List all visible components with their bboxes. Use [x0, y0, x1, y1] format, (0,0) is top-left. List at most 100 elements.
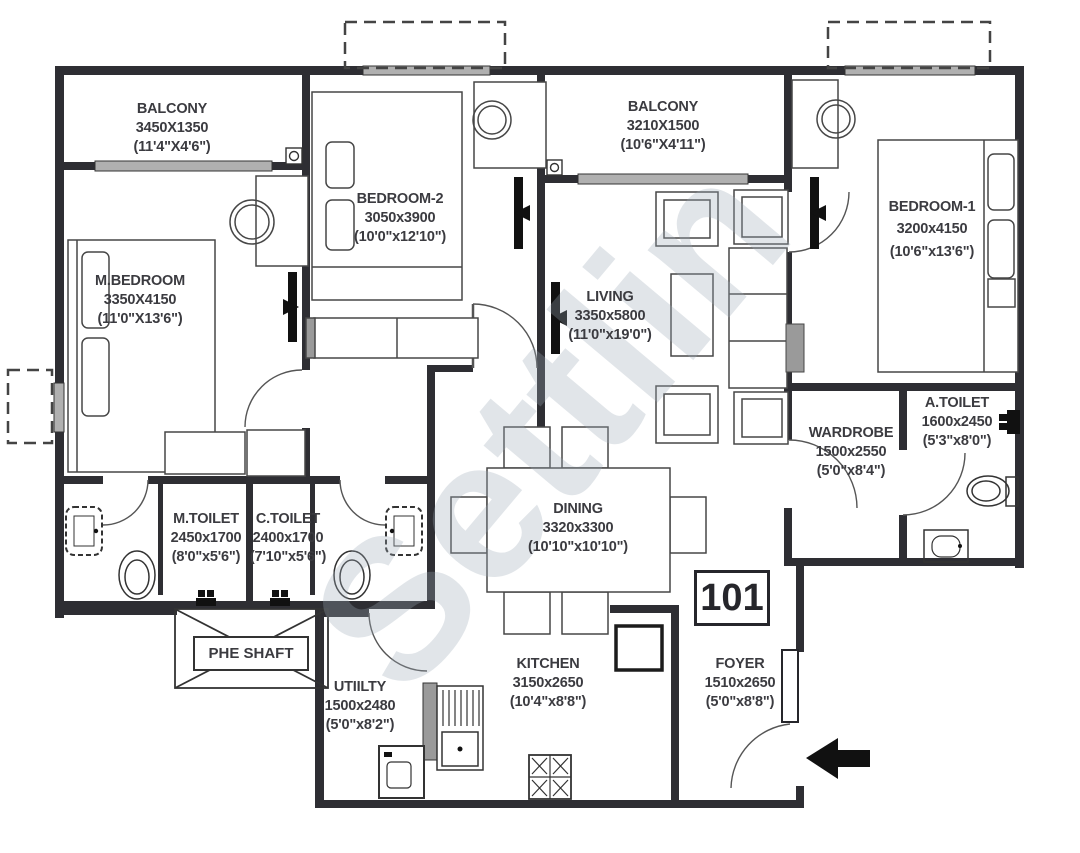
dresser-m-bedroom [229, 175, 309, 267]
sliding-door-markers [283, 177, 826, 354]
cabinets-m-bedroom [164, 429, 306, 477]
counter-a-toilet [923, 529, 969, 563]
basin-c-toilet [385, 506, 423, 556]
kitchen-sink [436, 685, 484, 771]
room-dim-ft: (10'10"x10'10") [528, 538, 628, 555]
door-entry-leaf [781, 649, 799, 723]
room-label-a-toilet: A.TOILET 1600x2450 (5'3"x8'0") [897, 394, 1017, 451]
shower-c-toilet [270, 590, 290, 606]
room-label-bedroom-1: BEDROOM-1 3200x4150 (10'6"x13'6") [857, 196, 1007, 263]
unit-number-badge: 101 [694, 570, 770, 626]
room-name: BEDROOM-2 [356, 191, 444, 207]
door-bedroom-2 [472, 303, 538, 369]
room-name: BEDROOM-1 [888, 199, 976, 215]
room-dim-ft: (10'6"x13'6") [889, 243, 975, 260]
room-dim-mm: 1500x2550 [815, 443, 887, 460]
fridge [614, 624, 664, 672]
room-dim-ft: (11'4"X4'6") [133, 138, 211, 155]
room-dim-mm: 2450x1700 [170, 529, 242, 546]
room-dim-mm: 1600x2450 [921, 413, 993, 430]
room-name: C.TOILET [255, 511, 321, 527]
door-arcs [102, 191, 966, 789]
room-name: WARDROBE [808, 425, 894, 441]
room-label-living: LIVING 3350x5800 (11'0"x19'0") [540, 288, 680, 345]
tv-unit-living [785, 323, 805, 373]
room-label-balcony-2: BALCONY 3210X1500 (10'6"X4'11") [588, 98, 738, 155]
wc-a-toilet [966, 475, 1019, 507]
wardrobe-bedroom-2 [305, 317, 479, 359]
walls [55, 66, 1024, 808]
sofa-set-living [655, 189, 789, 445]
room-name: A.TOILET [924, 395, 990, 411]
room-label-phe-shaft: PHE SHAFT [193, 636, 309, 671]
room-label-dining: DINING 3320x3300 (10'10"x10'10") [503, 500, 653, 557]
room-dim-ft: (11'0"X13'6") [97, 310, 183, 327]
wc-c-toilet [333, 550, 371, 600]
ledge-left [6, 368, 54, 445]
kitchen-divider [422, 682, 438, 761]
room-name: UTIILTY [333, 679, 387, 695]
room-name: KITCHEN [516, 656, 580, 672]
room-dim-mm: 2400x1700 [252, 529, 324, 546]
room-label-m-bedroom: M.BEDROOM 3350X4150 (11'0"X13'6") [65, 272, 215, 329]
room-dim-ft: (10'0"x12'10") [353, 228, 447, 245]
room-dim-ft: (7'10"x5'6") [249, 548, 327, 565]
dashed-ledges [6, 20, 992, 445]
door-entry-arc [730, 723, 791, 789]
room-dim-mm: 3320x3300 [542, 519, 614, 536]
room-dim-ft: (11'0"x19'0") [568, 326, 652, 343]
room-dim-mm: 3450X1350 [135, 119, 209, 136]
room-dim-ft: (8'0"x5'6") [171, 548, 241, 565]
window-bedroom-1-top [844, 65, 976, 76]
room-label-wardrobe: WARDROBE 1500x2550 (5'0"x8'4") [791, 424, 911, 481]
window-balcony-1-sill [94, 160, 273, 172]
door-c-toilet [339, 479, 386, 526]
room-name: M.TOILET [173, 511, 239, 527]
room-dim-ft: (10'6"X4'11") [620, 136, 706, 153]
room-dim-ft: (5'0"x8'8") [705, 693, 775, 710]
room-dim-mm: 3050x3900 [364, 209, 436, 226]
dining-set [450, 426, 707, 635]
dining-table [486, 467, 671, 593]
shower-m-toilet [196, 590, 216, 606]
room-name: DINING [553, 501, 603, 517]
room-label-c-toilet: C.TOILET 2400x1700 (7'10"x5'6") [233, 510, 343, 567]
window-bedroom-2-top [362, 65, 491, 76]
room-dim-ft: (10'4"x8'8") [509, 693, 587, 710]
room-label-m-toilet: M.TOILET 2450x1700 (8'0"x5'6") [151, 510, 261, 567]
window-m-bedroom-left [53, 382, 65, 433]
room-name: BALCONY [627, 99, 699, 115]
room-name: LIVING [586, 289, 634, 305]
dresser-bedroom-1 [791, 79, 856, 169]
ledge-top-right [826, 20, 992, 70]
kitchen-stove [528, 754, 572, 800]
room-name: M.BEDROOM [94, 273, 186, 289]
door-utility [368, 612, 428, 672]
room-dim-mm: 3150x2650 [512, 674, 584, 691]
wc-m-toilet [118, 550, 156, 600]
room-label-utility: UTIILTY 1500x2480 (5'0"x8'2") [300, 678, 420, 735]
desk-bedroom-2 [472, 81, 547, 169]
room-dim-ft: (5'0"x8'2") [325, 716, 395, 733]
door-m-toilet [102, 479, 149, 526]
room-dim-mm: 3210X1500 [626, 117, 700, 134]
windows [53, 65, 976, 433]
balcony-drains [285, 147, 563, 176]
room-label-balcony-1: BALCONY 3450X1350 (11'4"X4'6") [97, 100, 247, 157]
room-dim-mm: 1500x2480 [324, 697, 396, 714]
ledge-top-center [343, 20, 507, 70]
bed-bedroom-2 [311, 91, 463, 301]
bed-bedroom-1 [877, 139, 1019, 373]
door-bedroom-1 [788, 191, 850, 253]
fixtures [65, 410, 1020, 800]
room-dim-mm: 1510x2650 [704, 674, 776, 691]
room-name: BALCONY [136, 101, 208, 117]
furniture [67, 79, 1019, 635]
room-dim-ft: (5'0"x8'4") [816, 462, 886, 479]
door-a-toilet [902, 452, 966, 516]
room-dim-mm: 3350x5800 [574, 307, 646, 324]
room-dim-ft: (5'3"x8'0") [922, 432, 992, 449]
room-name: FOYER [715, 656, 765, 672]
room-label-kitchen: KITCHEN 3150x2650 (10'4"x8'8") [478, 655, 618, 712]
